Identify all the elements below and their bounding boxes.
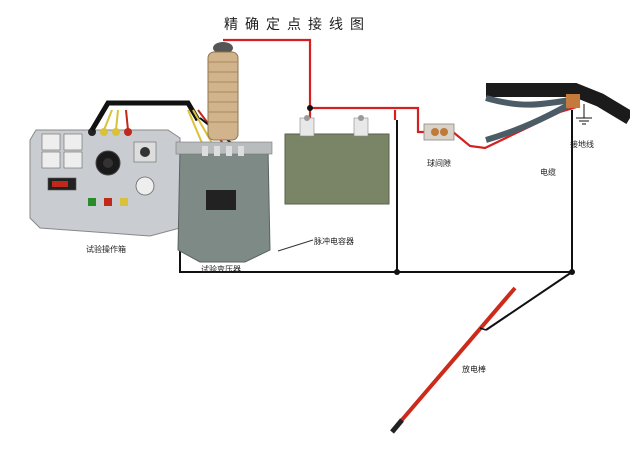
power-cable [485,83,630,143]
capacitor-pointer [277,239,314,252]
discharge-rod [390,286,517,434]
ground-symbol [576,104,592,125]
transformer-label: 试验变压器 [201,265,241,274]
ground-label: 接地线 [570,140,594,149]
console-box [29,128,181,237]
capacitor-label: 脉冲电容器 [314,237,354,246]
rod-label: 放电棒 [462,365,486,374]
test-transformer [175,42,273,263]
console-label: 试验操作箱 [86,245,126,254]
junction-dots [307,105,575,275]
ball-gap [423,123,455,141]
cable-label: 电缆 [540,168,556,177]
ball-gap-label: 球间隙 [427,159,451,168]
diagram-title: 精确定点接线图 [224,17,371,33]
pulse-capacitor [284,115,390,205]
